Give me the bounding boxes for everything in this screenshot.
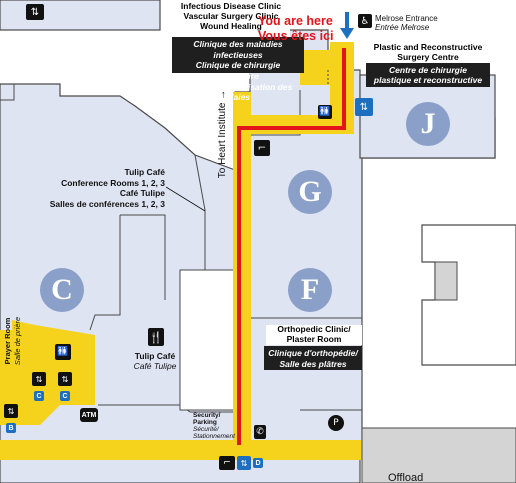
elevator-icon: ⇅ xyxy=(355,98,373,116)
you-are-here-label: You are here Vous êtes ici xyxy=(258,14,334,44)
ortho-fr-line2: Salle des plâtres xyxy=(279,358,347,369)
to-heart-institute-label: To Heart Institute → xyxy=(217,89,228,179)
plastic-en-line2: Surgery Centre xyxy=(397,51,459,62)
ortho-english-box: Orthopedic Clinic/ Plaster Room xyxy=(266,324,362,345)
elevator-icon: ⇅ xyxy=(26,4,44,20)
clinic-french-box: Clinique des maladies infectieuses Clini… xyxy=(172,37,304,102)
zone-j-label: J xyxy=(406,102,450,146)
cafe-tulipe-fr: Café Tulipe xyxy=(119,188,165,199)
adjacent-building xyxy=(421,224,516,366)
elevator-icon: ⇅ xyxy=(237,456,251,470)
you-are-here-fr: Vous êtes ici xyxy=(258,29,334,43)
elevator-icon: ⇅ xyxy=(58,372,72,386)
security-en-line2: Parking xyxy=(193,419,217,427)
cutlery-icon: 🍴 xyxy=(148,328,164,346)
clinic-en-line2: Vascular Surgery Clinic xyxy=(183,11,279,22)
badge-c-icon: C xyxy=(60,391,70,401)
parking-pay-icon: P xyxy=(328,415,344,431)
badge-d-icon: D xyxy=(253,458,263,468)
security-fr-line1: Sécurité/ xyxy=(193,426,219,434)
badge-c-icon: C xyxy=(34,391,44,401)
clinic-en-line1: Infectious Disease Clinic xyxy=(180,1,282,11)
clinic-en-line3: Wound Healing xyxy=(200,21,262,32)
building-annex xyxy=(434,261,458,301)
phone-icon: ✆ xyxy=(254,425,266,439)
restroom-icon: 🚻 xyxy=(318,105,332,119)
prayer-room-fr-label: Salle de prière xyxy=(13,316,22,366)
white-room xyxy=(179,269,236,411)
plastic-english-box: Plastic and Reconstructive Surgery Centr… xyxy=(366,42,490,64)
elevator-icon: ⇅ xyxy=(32,372,46,386)
tulip-cafe-label: Tulip Café Café Tulipe xyxy=(125,351,185,372)
leader-line xyxy=(165,186,206,212)
badge-b-icon: B xyxy=(6,423,16,433)
tulip-cafe-2-en: Tulip Café xyxy=(134,351,176,361)
wheelchair-icon: ♿ xyxy=(358,14,372,28)
route-path xyxy=(237,48,346,445)
zone-g-label: G xyxy=(288,170,332,214)
offload-label: Offload xyxy=(388,472,424,483)
ortho-french-box: Clinique d'orthopédie/ Salle des plâtres xyxy=(264,346,362,370)
plastic-fr-line1: Centre de chirurgie xyxy=(389,65,467,75)
clinic-english-box: Infectious Disease Clinic Vascular Surge… xyxy=(172,0,290,38)
stairs-icon: ⌐ xyxy=(254,140,270,156)
atm-icon: ATM xyxy=(80,408,98,422)
plastic-fr-line2: plastique et reconstructive xyxy=(373,75,483,86)
stairs-icon: ⌐ xyxy=(219,456,235,470)
plastic-french-box: Centre de chirurgie plastique et reconst… xyxy=(366,63,490,87)
clinic-fr-line2: Clinique de chirurgie vasculaire xyxy=(195,60,281,81)
cafe-tulipe-2-fr: Café Tulipe xyxy=(133,360,177,371)
tulip-cafe-en: Tulip Café xyxy=(124,167,165,177)
you-are-here-en: You are here xyxy=(258,14,333,28)
down-arrow-icon xyxy=(340,12,354,39)
melrose-en: Melrose Entrance xyxy=(375,14,438,23)
conference-rooms-en: Conference Rooms 1, 2, 3 xyxy=(61,177,165,188)
security-en-line1: Security/ xyxy=(193,412,221,419)
elevator-icon: ⇅ xyxy=(4,404,18,418)
tulip-cafe-conference-label: Tulip Café Conference Rooms 1, 2, 3 Café… xyxy=(30,167,165,210)
ortho-fr-line1: Clinique d'orthopédie/ xyxy=(268,348,358,358)
security-fr-line2: Stationnement xyxy=(193,433,235,441)
clinic-fr-line1: Clinique des maladies infectieuses xyxy=(193,39,283,60)
plastic-en-line1: Plastic and Reconstructive xyxy=(373,42,483,52)
melrose-entrance-label: Melrose Entrance Entrée Melrose xyxy=(375,14,438,32)
zone-c-label: C xyxy=(40,268,84,312)
security-parking-label: Security/ Parking Sécurité/ Stationnemen… xyxy=(193,412,235,441)
salles-conferences-fr: Salles de conférences 1, 2, 3 xyxy=(49,198,165,209)
restroom-icon: 🚻 xyxy=(55,344,71,360)
ortho-en-line1: Orthopedic Clinic/ xyxy=(277,324,351,334)
ortho-en-line2: Plaster Room xyxy=(286,333,342,344)
clinic-fr-line3: Centre de cicatrisation des plaies xyxy=(183,81,293,103)
melrose-fr: Entrée Melrose xyxy=(375,23,430,33)
zone-f-label: F xyxy=(288,268,332,312)
offload-area xyxy=(361,427,516,483)
